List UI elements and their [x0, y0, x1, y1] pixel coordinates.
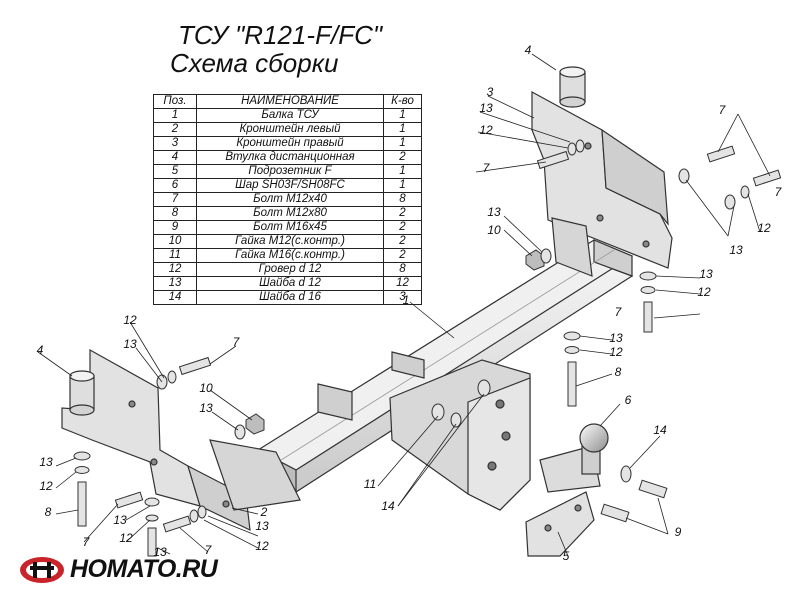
callout-13: 13	[699, 267, 713, 281]
callout-12: 12	[39, 479, 53, 493]
callout-11: 11	[364, 477, 376, 491]
callout-10: 10	[487, 223, 501, 237]
spacer-sleeve-left	[69, 370, 95, 416]
logo-text: HOMATO.RU	[70, 555, 218, 583]
diagram-title: ТСУ "R121-F/FC"	[178, 20, 383, 50]
cell-pos: 13	[153, 276, 197, 291]
callout-7: 7	[483, 161, 491, 175]
cell-name: Подрозетник F	[196, 164, 384, 179]
cell-qty: 3	[383, 290, 422, 305]
cell-qty: 1	[383, 164, 422, 179]
callout-10: 10	[199, 381, 213, 395]
callout-5: 5	[563, 549, 570, 563]
callout-13: 13	[729, 243, 743, 257]
callout-7: 7	[233, 335, 241, 349]
site-logo: HOMATO.RU	[18, 551, 223, 589]
callout-6: 6	[625, 393, 632, 407]
callout-13: 13	[479, 101, 493, 115]
callout-12: 12	[119, 531, 133, 545]
diagram-subtitle: Схема сборки	[170, 48, 339, 78]
callout-13: 13	[255, 519, 269, 533]
cell-name: Втулка дистанционная	[196, 150, 384, 165]
cell-name: Шайба d 12	[196, 276, 384, 291]
left-bracket	[61, 348, 251, 532]
socket-bracket	[525, 491, 595, 557]
callout-numbers: 1234456777777788910101112121212121212121…	[37, 43, 783, 563]
callout-7: 7	[205, 543, 213, 557]
callout-13: 13	[199, 401, 213, 415]
cell-name: Болт М16х45	[196, 220, 384, 235]
spacer-sleeve-right	[559, 66, 586, 108]
callout-9: 9	[675, 525, 682, 539]
callout-13: 13	[113, 513, 127, 527]
ball-mount-plate	[317, 351, 531, 511]
cell-name: Шар SH03F/SH08FC	[196, 178, 384, 193]
leader-lines	[37, 53, 771, 557]
callout-7: 7	[719, 103, 727, 117]
callout-7: 7	[83, 535, 91, 549]
callout-12: 12	[757, 221, 771, 235]
cell-name: Кронштейн левый	[196, 122, 384, 137]
callout-2: 2	[260, 505, 268, 519]
callout-3: 3	[487, 85, 494, 99]
callout-4: 4	[525, 43, 532, 57]
callout-12: 12	[609, 345, 623, 359]
callout-13: 13	[609, 331, 623, 345]
logo-emblem-icon	[20, 557, 64, 583]
callout-14: 14	[653, 423, 667, 437]
callout-7: 7	[615, 305, 623, 319]
callout-1: 1	[403, 293, 410, 307]
hardware	[73, 139, 782, 557]
callout-12: 12	[123, 313, 137, 327]
callout-8: 8	[615, 365, 622, 379]
callout-14: 14	[381, 499, 395, 513]
header-pos: Поз.	[153, 94, 197, 109]
callout-4: 4	[37, 343, 44, 357]
callout-7: 7	[775, 185, 783, 199]
callout-12: 12	[255, 539, 269, 553]
tow-ball	[539, 423, 609, 493]
callout-8: 8	[45, 505, 52, 519]
callout-13: 13	[487, 205, 501, 219]
callout-12: 12	[479, 123, 493, 137]
callout-13: 13	[123, 337, 137, 351]
callout-13: 13	[39, 455, 53, 469]
callout-13: 13	[153, 545, 167, 559]
right-bracket	[531, 90, 673, 269]
callout-12: 12	[697, 285, 711, 299]
parts-table-header: Поз. НАИМЕНОВАНИЕ К-во	[153, 94, 422, 109]
cell-name: Гайка М12(с.контр.)	[196, 234, 384, 249]
